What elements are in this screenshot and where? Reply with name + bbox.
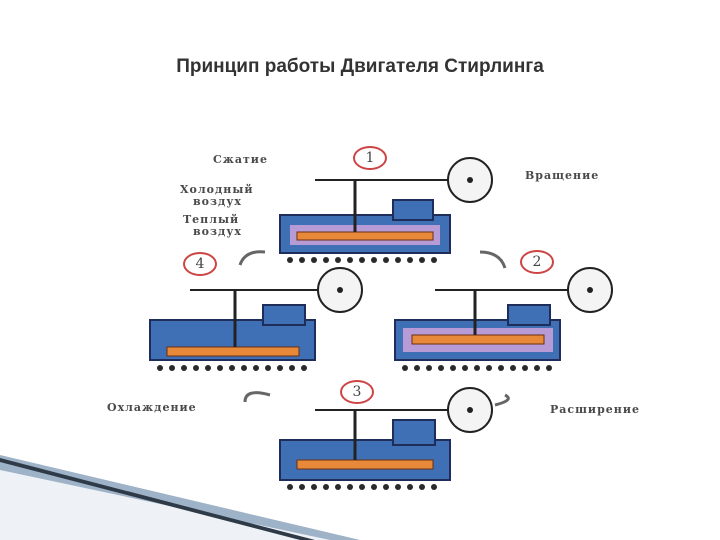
page-title: Принцип работы Двигателя Стирлинга	[176, 56, 544, 77]
label-cold-air-line-1: Холодный	[180, 183, 254, 196]
arrow-1-to-2	[479, 250, 507, 269]
label-cooling: Охлаждение	[107, 401, 197, 414]
engine-stage-2	[394, 267, 613, 371]
engine-stage-4	[149, 267, 363, 371]
label-warm-air-line-2: воздух	[193, 225, 242, 238]
label-rotation: Вращение	[525, 169, 600, 182]
label-warm-air-line-1: Теплый	[183, 213, 240, 226]
label-compression: Сжатие	[213, 153, 268, 166]
step-marker-3: 3	[340, 380, 374, 404]
step-marker-2: 2	[520, 250, 554, 274]
step-marker-4: 4	[183, 252, 217, 276]
cycle-arrows	[238, 250, 510, 407]
stirling-diagram: Сжатие Холодный воздух Теплый воздух Вра…	[95, 140, 680, 495]
label-cold-air-line-2: воздух	[193, 195, 242, 208]
label-expansion: Расширение	[550, 403, 640, 416]
arrow-3-to-4	[243, 391, 271, 403]
engine-stage-1	[279, 157, 493, 263]
arrow-2-to-3	[494, 393, 510, 407]
arrow-4-to-1	[238, 250, 266, 266]
step-marker-1: 1	[353, 146, 387, 170]
